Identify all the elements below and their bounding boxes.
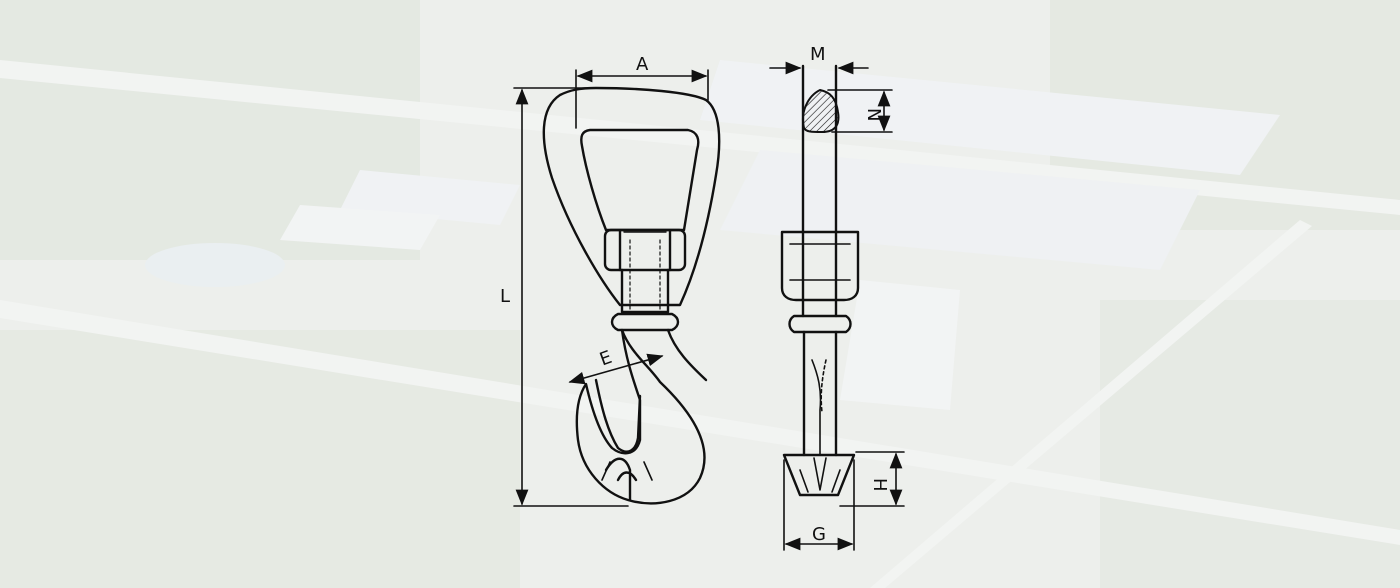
dimension-n (827, 89, 893, 133)
dimension-g (783, 459, 855, 551)
label-e: E (597, 347, 615, 371)
front-view (542, 86, 721, 505)
label-a: A (636, 54, 649, 75)
dimension-h (839, 451, 905, 507)
dimension-e (568, 353, 664, 385)
label-l: L (500, 286, 510, 307)
dimension-a (575, 69, 709, 129)
label-g: G (812, 524, 826, 545)
cross-section-hatched (802, 89, 840, 133)
side-view (780, 64, 860, 497)
dimension-l (513, 87, 629, 507)
label-h: H (869, 478, 890, 492)
label-n: N (863, 108, 884, 121)
label-m: M (810, 44, 826, 65)
